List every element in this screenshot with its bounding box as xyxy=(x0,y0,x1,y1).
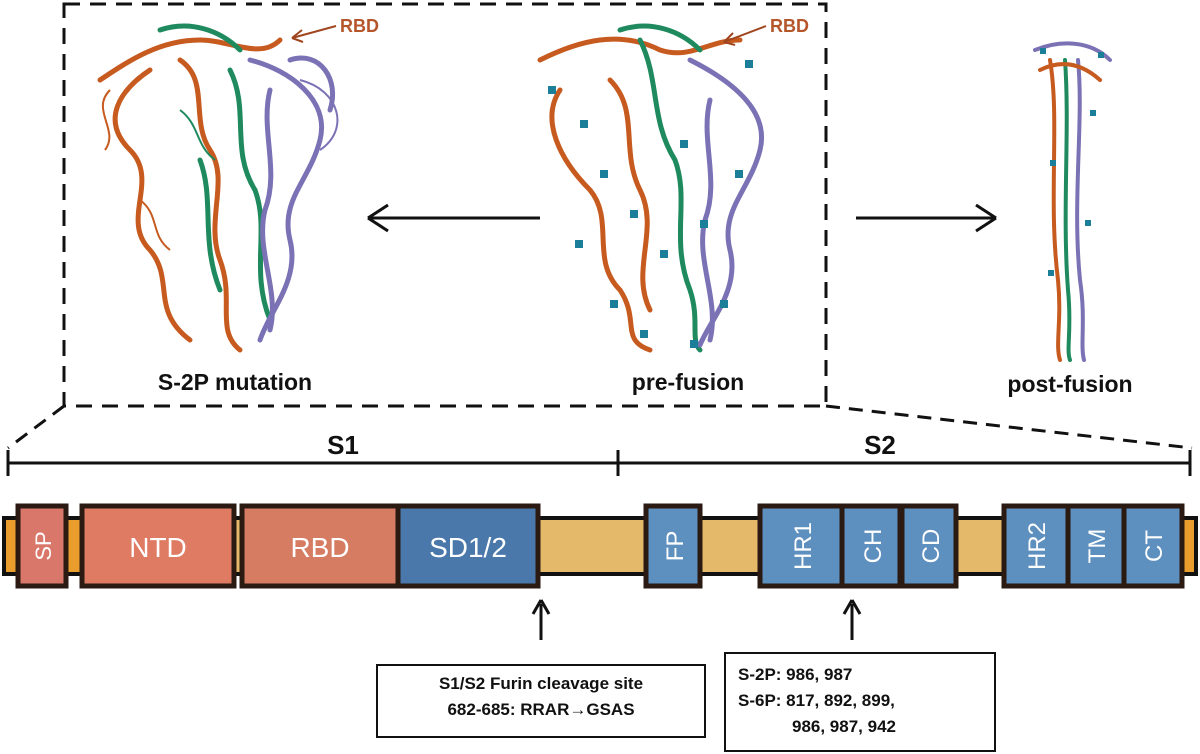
s2-label: S2 xyxy=(864,430,896,460)
domain-rbd-label: RBD xyxy=(290,532,349,563)
mutation-note-line3: 986, 987, 942 xyxy=(792,717,896,736)
domain-rbd: RBD xyxy=(239,503,401,589)
domain-ntd-label: NTD xyxy=(129,532,187,563)
zoom-line-right xyxy=(825,404,1193,450)
domain-cd: CD xyxy=(899,503,959,589)
furin-note-box: S1/S2 Furin cleavage site 682-685: RRAR→… xyxy=(376,664,706,738)
s2p-mutation-structure xyxy=(97,23,339,353)
domain-ch: CH xyxy=(839,503,903,589)
domain-hr1: HR1 xyxy=(757,503,845,589)
s2p-mutation-label: S-2P mutation xyxy=(158,369,312,395)
domain-ch-label: CH xyxy=(860,529,887,564)
postfusion-label: post-fusion xyxy=(1007,371,1132,397)
glycan-markers xyxy=(548,60,753,348)
domain-tm: TM xyxy=(1065,503,1127,589)
domain-sd12: SD1/2 xyxy=(395,503,541,589)
domain-ntd: NTD xyxy=(79,503,237,589)
domain-ct-label: CT xyxy=(1141,530,1168,562)
mutation-note-line2: S-6P: 817, 892, 899, xyxy=(738,691,895,710)
domain-hr1-label: HR1 xyxy=(790,522,817,570)
domain-hr2-label: HR2 xyxy=(1024,522,1051,570)
furin-note-line1: S1/S2 Furin cleavage site xyxy=(438,674,644,693)
mutation-site-arrow xyxy=(842,599,862,640)
furin-site-arrow xyxy=(531,599,551,640)
postfusion-structure xyxy=(1033,41,1112,362)
domain-tm-label: TM xyxy=(1084,529,1111,564)
s1-label: S1 xyxy=(327,430,359,460)
domain-cd-label: CD xyxy=(918,529,945,564)
rbd-callout-arrow-left xyxy=(291,25,337,39)
domain-hr2: HR2 xyxy=(1001,503,1071,589)
segment-bracket xyxy=(6,450,1192,476)
mutation-note-box: S-2P: 986, 987 S-6P: 817, 892, 899, 986,… xyxy=(724,652,996,752)
domain-fp: FP xyxy=(643,503,703,589)
prefusion-structure xyxy=(537,23,764,353)
mutation-note-line1: S-2P: 986, 987 xyxy=(738,665,853,684)
prefusion-label: pre-fusion xyxy=(632,369,744,395)
domain-fp-label: FP xyxy=(662,531,689,562)
rbd-callout-right: RBD xyxy=(770,16,809,36)
domain-ct: CT xyxy=(1121,503,1185,589)
rbd-callout-arrow-right xyxy=(723,25,767,43)
domain-sd12-label: SD1/2 xyxy=(429,532,507,563)
domain-boxes: SP NTD RBD SD1/2 FP HR1 CH CD xyxy=(15,503,1185,589)
domain-sp: SP xyxy=(15,503,69,589)
rbd-callout-left: RBD xyxy=(340,16,379,36)
furin-note-line2: 682-685: RRAR→GSAS xyxy=(447,700,635,719)
domain-sp-label: SP xyxy=(31,531,56,560)
prefusion-inset-box xyxy=(62,2,828,408)
zoom-line-left xyxy=(7,404,65,450)
